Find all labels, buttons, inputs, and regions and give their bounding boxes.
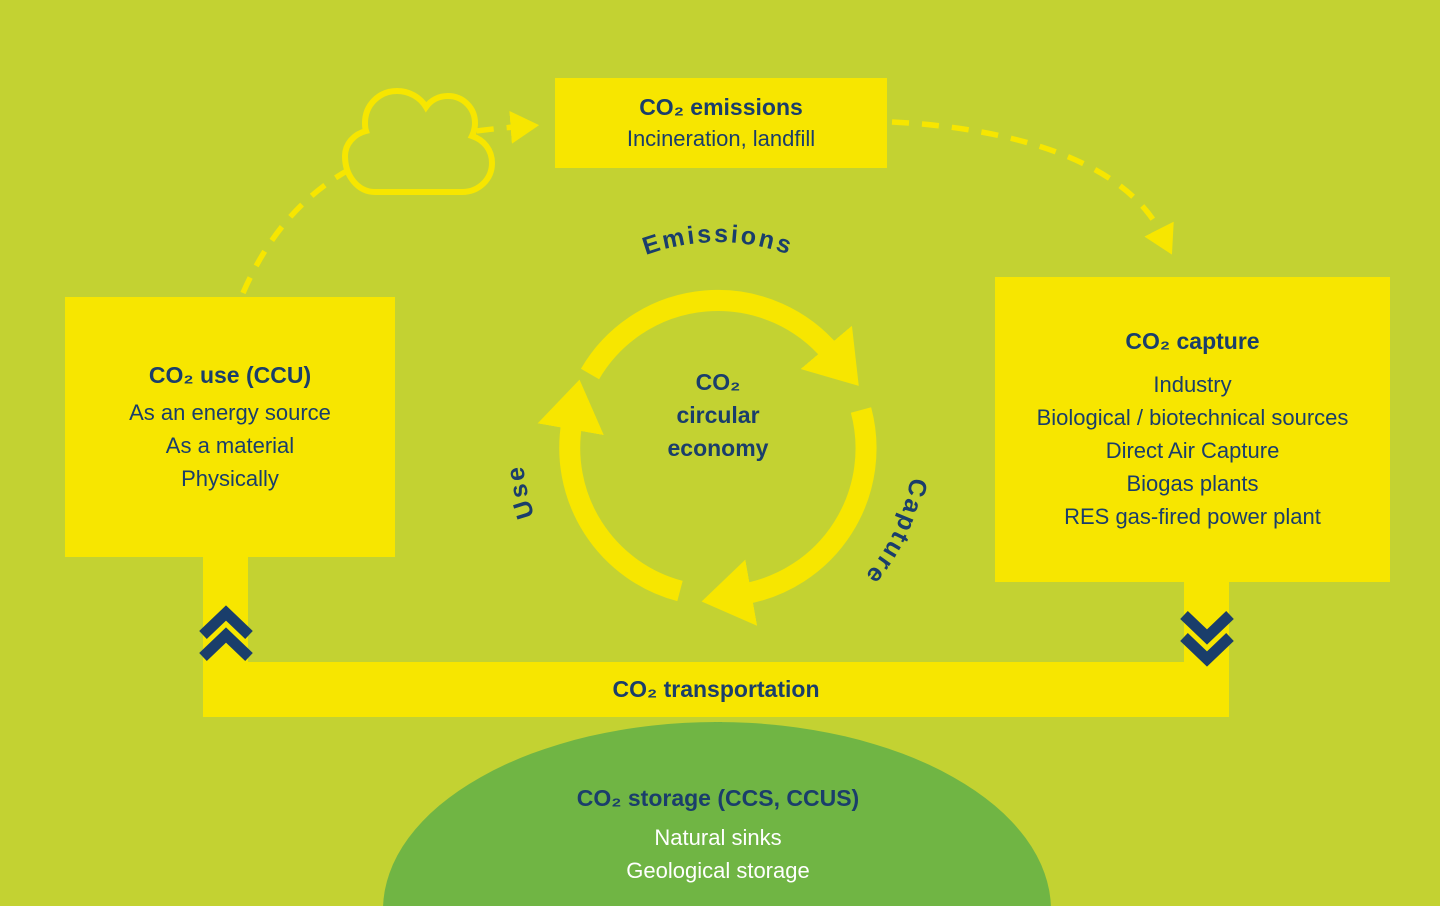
- capture-box: CO₂ capture Industry Biological / biotec…: [995, 277, 1390, 582]
- storage-line: Geological storage: [626, 858, 810, 883]
- use-box-line: As a material: [165, 432, 295, 458]
- storage-labels: CO₂ storage (CCS, CCUS) Natural sinks Ge…: [358, 783, 1078, 887]
- transportation-label: CO₂ transportation: [612, 676, 820, 702]
- cycle-ring: [537, 289, 877, 626]
- capture-box-title: CO₂ capture: [1125, 328, 1260, 354]
- capture-box-line: Industry: [1153, 372, 1232, 397]
- cycle-center-line: circular: [676, 402, 760, 428]
- emissions-box-subtitle: Incineration, landfill: [626, 125, 816, 151]
- emissions-box: CO₂ emissions Incineration, landfill: [555, 78, 887, 168]
- cycle-label-use: Use: [501, 463, 540, 522]
- use-box-title: CO₂ use (CCU): [148, 361, 312, 388]
- use-box-line: Physically: [181, 465, 279, 491]
- cycle-center-line: economy: [667, 435, 769, 461]
- chevron-down-icon: [1180, 611, 1234, 667]
- storage-line: Natural sinks: [654, 825, 782, 850]
- use-box: CO₂ use (CCU) As an energy source As a m…: [65, 297, 395, 557]
- use-box-line: As an energy source: [129, 399, 331, 425]
- chevron-up-icon: [199, 605, 253, 661]
- storage-title: CO₂ storage (CCS, CCUS): [576, 785, 860, 811]
- storage-dome: [383, 722, 1051, 906]
- dashed-arrow-emissions-to-capture: [891, 119, 1174, 255]
- cycle-label-emissions: Emissions: [639, 220, 797, 261]
- capture-box-lines: Industry Biological / biotechnical sourc…: [1023, 368, 1363, 533]
- cycle-arrow-emissions: [580, 289, 859, 386]
- capture-box-line: Direct Air Capture: [1105, 438, 1280, 463]
- cloud-icon: [341, 87, 496, 195]
- emissions-box-title: CO₂ emissions: [639, 93, 803, 120]
- cycle-arrow-capture: [701, 407, 877, 626]
- cycle-center-line: CO₂: [695, 369, 741, 395]
- transport-bar: [203, 662, 1229, 717]
- cycle-center-label: CO₂ circular economy: [618, 366, 818, 465]
- cycle-arrow-use: [537, 379, 683, 602]
- capture-box-line: Biogas plants: [1126, 471, 1259, 496]
- capture-box-line: Biological / biotechnical sources: [1036, 405, 1349, 430]
- capture-box-line: RES gas-fired power plant: [1064, 504, 1321, 529]
